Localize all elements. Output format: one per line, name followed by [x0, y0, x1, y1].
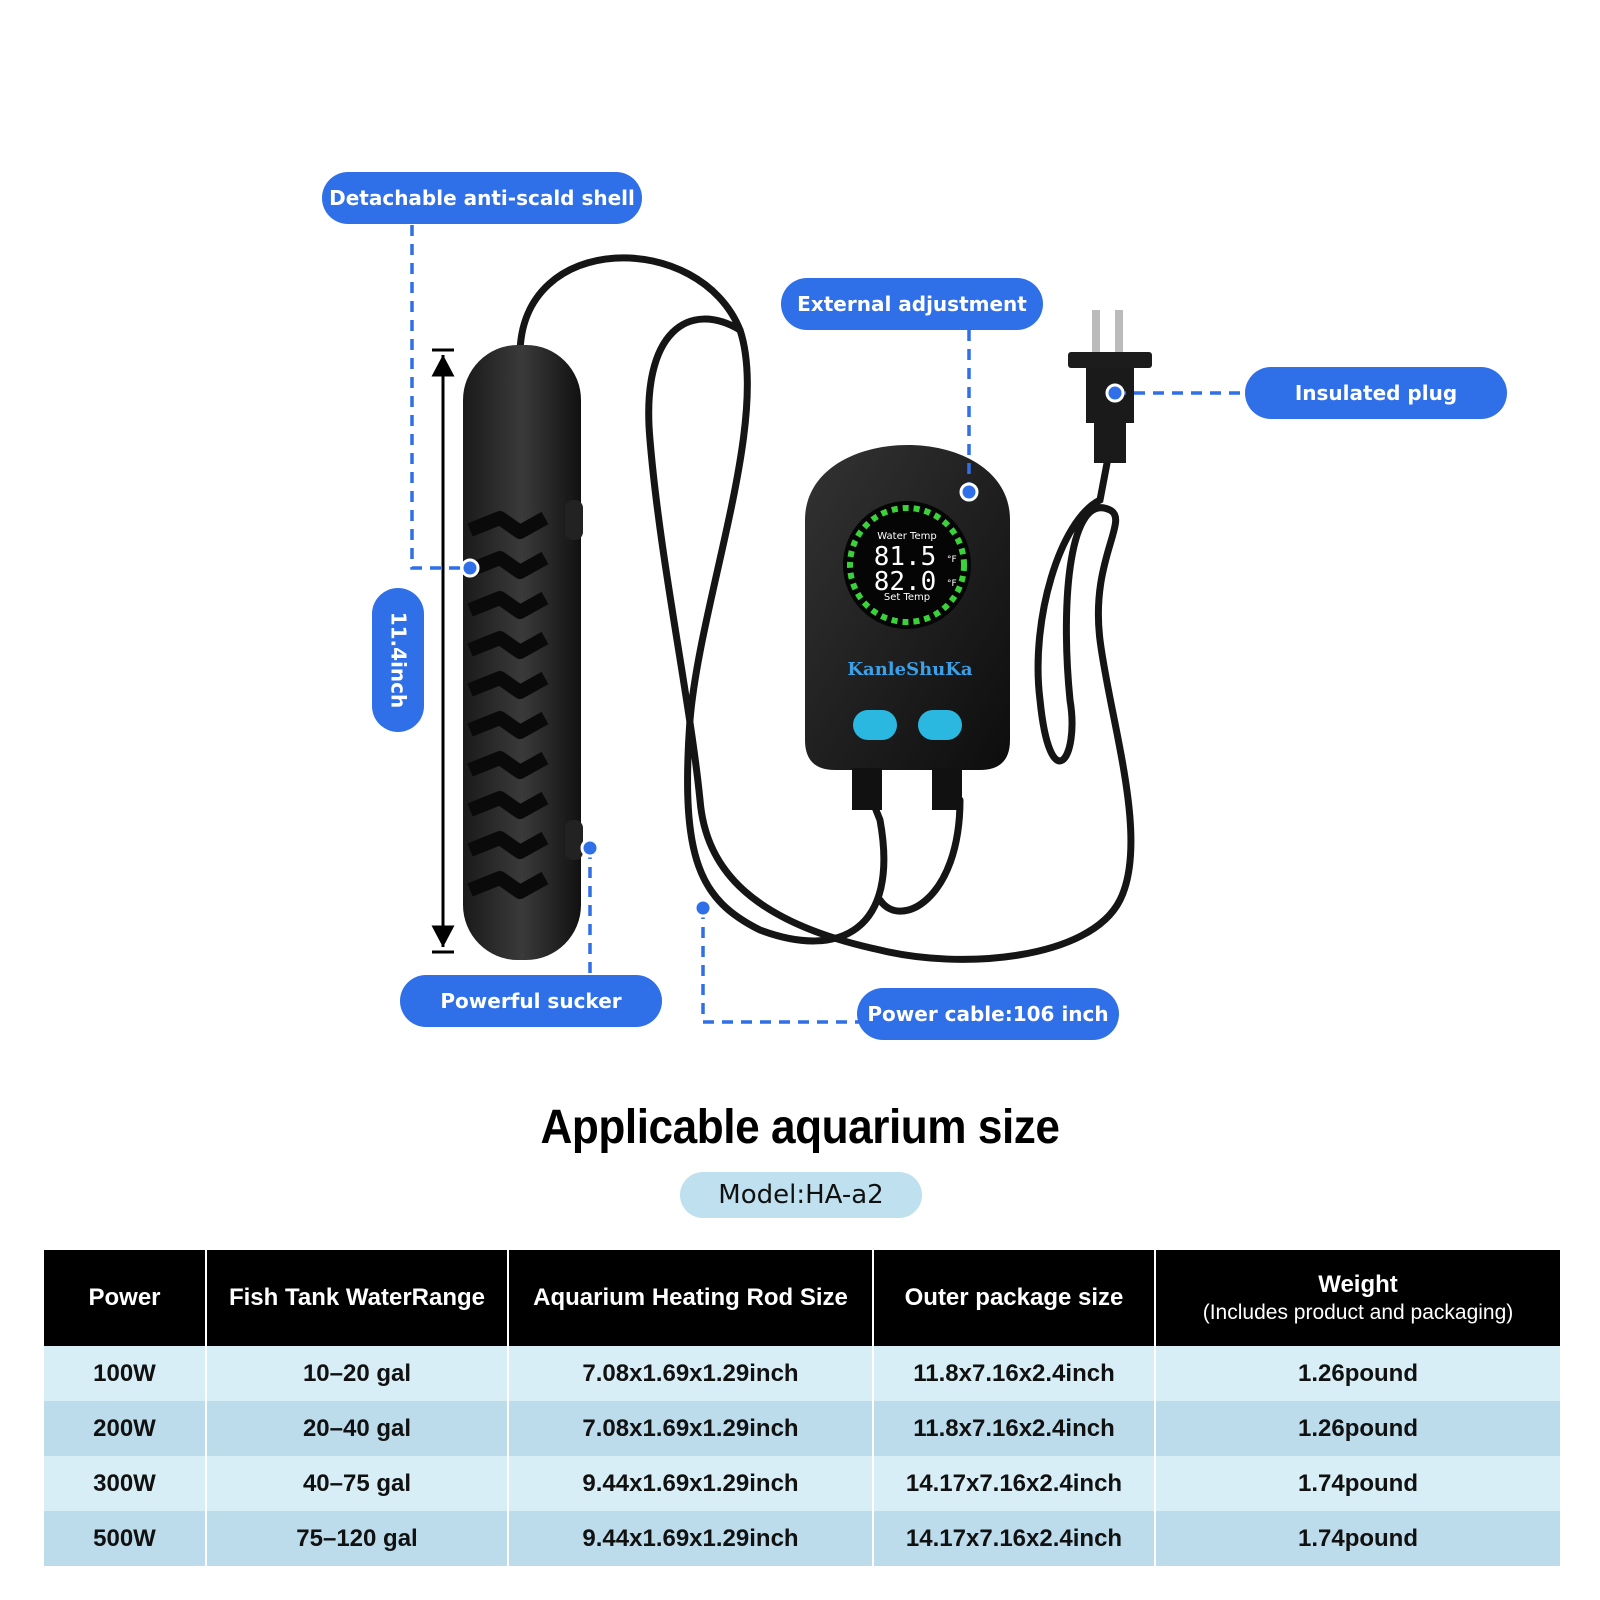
heater-rod [463, 345, 583, 960]
cell-package-size: 14.17x7.16x2.4inch [873, 1456, 1156, 1511]
cell-weight: 1.74pound [1155, 1511, 1560, 1566]
callout-external-adjustment: External adjustment [781, 278, 1043, 330]
table-header-row: Power Fish Tank WaterRange Aquarium Heat… [44, 1250, 1560, 1346]
power-cable [516, 254, 1135, 963]
header-water-range: Fish Tank WaterRange [206, 1250, 509, 1346]
callout-anti-scald-shell: Detachable anti-scald shell [322, 172, 642, 224]
length-label-text: 11.4inch [386, 611, 411, 709]
length-dimension [431, 348, 455, 954]
length-label: 11.4inch [372, 588, 424, 732]
cell-power: 100W [44, 1346, 207, 1401]
callout-powerful-sucker: Powerful sucker [400, 975, 662, 1027]
set-temp-label: Set Temp [884, 592, 930, 603]
spec-table: Power Fish Tank WaterRange Aquarium Heat… [44, 1250, 1560, 1566]
callout-insulated-plug: Insulated plug [1245, 367, 1507, 419]
set-temp-value: 82.0 [874, 567, 937, 597]
anchor-dots [460, 383, 1125, 918]
cell-rod-size: 9.44x1.69x1.29inch [508, 1456, 874, 1511]
header-weight-title: Weight [1318, 1271, 1398, 1298]
cell-rod-size: 9.44x1.69x1.29inch [508, 1511, 874, 1566]
header-rod-size: Aquarium Heating Rod Size [508, 1250, 874, 1346]
cell-rod-size: 7.08x1.69x1.29inch [508, 1346, 874, 1401]
brand-logo: KanleShuKa [847, 659, 973, 680]
header-power: Power [44, 1250, 207, 1346]
cell-power: 200W [44, 1401, 207, 1456]
table-row: 100W 10–20 gal 7.08x1.69x1.29inch 11.8x7… [44, 1346, 1560, 1401]
cell-weight: 1.26pound [1155, 1346, 1560, 1401]
table-row: 500W 75–120 gal 9.44x1.69x1.29inch 14.17… [44, 1511, 1560, 1566]
cell-rod-size: 7.08x1.69x1.29inch [508, 1401, 874, 1456]
cell-water-range: 75–120 gal [206, 1511, 509, 1566]
table-row: 200W 20–40 gal 7.08x1.69x1.29inch 11.8x7… [44, 1401, 1560, 1456]
plug-graphic [1068, 310, 1152, 463]
leader-lines [410, 225, 1245, 1024]
cell-package-size: 11.8x7.16x2.4inch [873, 1401, 1156, 1456]
model-badge: Model:HA-a2 [680, 1172, 922, 1218]
header-weight: Weight (Includes product and packaging) [1155, 1250, 1560, 1346]
callout-power-cable: Power cable:106 inch [857, 988, 1119, 1040]
section-title: Applicable aquarium size [540, 1101, 1060, 1154]
cell-power: 300W [44, 1456, 207, 1511]
temperature-controller [805, 445, 1010, 810]
header-weight-note: (Includes product and packaging) [1202, 1301, 1514, 1324]
cell-weight: 1.26pound [1155, 1401, 1560, 1456]
cell-package-size: 11.8x7.16x2.4inch [873, 1346, 1156, 1401]
cell-weight: 1.74pound [1155, 1456, 1560, 1511]
product-diagram: Water Temp 81.5 °F 82.0 °F Set Temp Kanl… [410, 225, 1245, 1024]
cell-water-range: 20–40 gal [206, 1401, 509, 1456]
cell-power: 500W [44, 1511, 207, 1566]
water-temp-unit: °F [947, 555, 957, 565]
set-temp-unit: °F [947, 579, 957, 589]
cell-water-range: 10–20 gal [206, 1346, 509, 1401]
cell-water-range: 40–75 gal [206, 1456, 509, 1511]
water-temp-value: 81.5 [874, 542, 937, 572]
header-package-size: Outer package size [873, 1250, 1156, 1346]
water-temp-label: Water Temp [877, 531, 936, 542]
table-row: 300W 40–75 gal 9.44x1.69x1.29inch 14.17x… [44, 1456, 1560, 1511]
cell-package-size: 14.17x7.16x2.4inch [873, 1511, 1156, 1566]
